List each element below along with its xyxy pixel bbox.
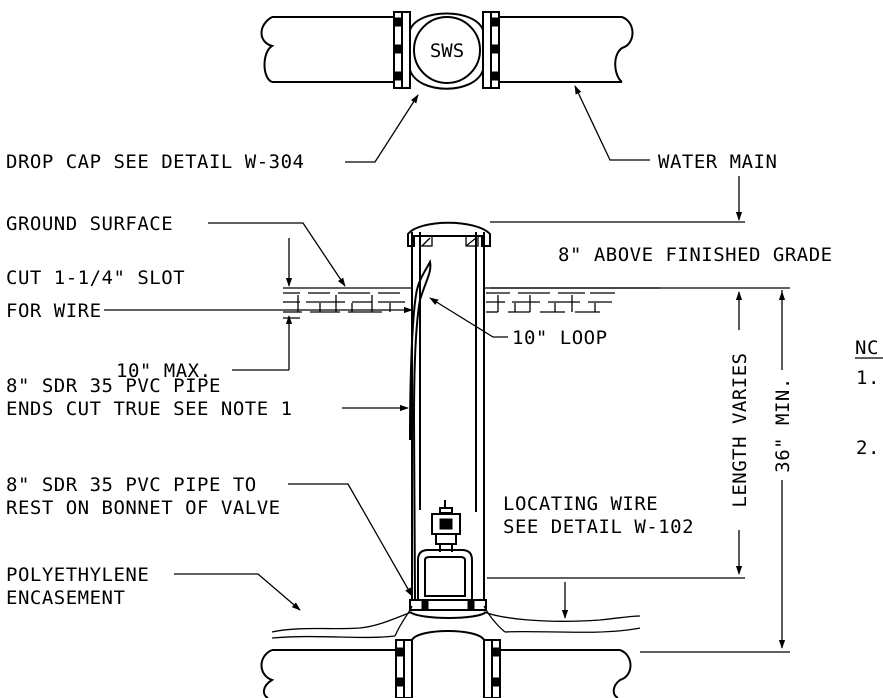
ground-hatch-left bbox=[283, 287, 412, 313]
bottom-flange-left bbox=[395, 639, 413, 698]
slot-label-line2: FOR WIRE bbox=[6, 300, 102, 322]
top-flange-right bbox=[482, 11, 500, 89]
top-valve-body bbox=[409, 12, 484, 90]
note-2-number: 2. bbox=[856, 437, 880, 459]
valve-bonnet bbox=[409, 549, 487, 619]
poly-label-line2: ENCASEMENT bbox=[6, 587, 125, 609]
top-flange-left bbox=[393, 11, 411, 89]
top-water-main-pipe bbox=[260, 16, 634, 83]
ground-hatch-right bbox=[483, 287, 660, 313]
bottom-water-main-pipe bbox=[260, 649, 632, 698]
encasement-line-upper bbox=[271, 611, 641, 633]
pipe-label-line2: ENDS CUT TRUE SEE NOTE 1 bbox=[6, 398, 293, 420]
poly-label-line1: POLYETHYLENE bbox=[6, 564, 149, 586]
valve-label: SWS bbox=[430, 40, 464, 62]
rest-on-bonnet-leader bbox=[288, 483, 413, 597]
ground-surface-leader bbox=[208, 222, 346, 287]
loop-leader bbox=[429, 297, 508, 338]
pvc-pipe-riser bbox=[411, 232, 485, 606]
notes-header: NC bbox=[855, 337, 879, 359]
water-main-label: WATER MAIN bbox=[658, 151, 777, 173]
slot-label-line1: CUT 1-1/4" SLOT bbox=[6, 267, 185, 289]
drop-cap-label: DROP CAP SEE DETAIL W-304 bbox=[6, 151, 304, 173]
pipe-label-line1: 8" SDR 35 PVC PIPE bbox=[6, 375, 221, 397]
encasement-line-lower bbox=[271, 627, 641, 639]
valve-operating-nut bbox=[431, 500, 461, 552]
locating-label-line1: LOCATING WIRE bbox=[503, 493, 658, 515]
drop-cap bbox=[407, 221, 491, 247]
max-label: 10" MAX. bbox=[116, 360, 212, 382]
drop-cap-leader bbox=[345, 94, 419, 163]
locating-label-line2: SEE DETAIL W-102 bbox=[503, 516, 694, 538]
rest-label-line1: 8" SDR 35 PVC PIPE TO bbox=[6, 474, 257, 496]
min-label: 36" MIN. bbox=[772, 377, 794, 473]
polyethylene-leader bbox=[174, 573, 301, 611]
encasement-wrap bbox=[394, 605, 506, 637]
note-1-number: 1. bbox=[856, 367, 880, 389]
above-grade-label: 8" ABOVE FINISHED GRADE bbox=[558, 244, 833, 266]
water-main-leader bbox=[574, 85, 650, 161]
length-varies-label: LENGTH VARIES bbox=[729, 352, 751, 507]
ground-surface-label: GROUND SURFACE bbox=[6, 213, 173, 235]
rest-label-line2: REST ON BONNET OF VALVE bbox=[6, 497, 281, 519]
bottom-valve-body bbox=[411, 630, 485, 698]
loop-label: 10" LOOP bbox=[512, 327, 608, 349]
bottom-flange-right bbox=[483, 639, 501, 698]
locating-wire-loop bbox=[409, 258, 432, 601]
